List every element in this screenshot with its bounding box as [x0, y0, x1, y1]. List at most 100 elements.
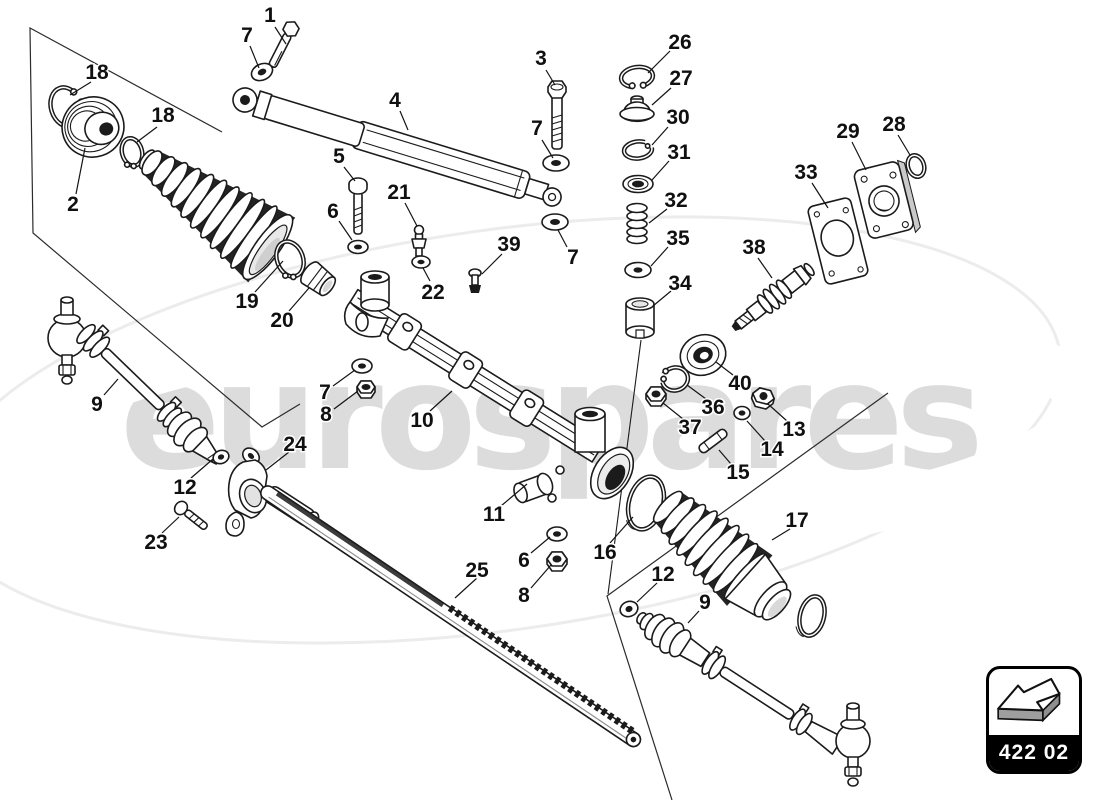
- clamp-ring-17: [795, 594, 827, 638]
- part-number-18: 18: [151, 104, 175, 127]
- gasket-33: [807, 197, 869, 285]
- valve-assembly-38: [731, 262, 815, 332]
- washer-12-upper: [212, 449, 230, 465]
- part-number-10: 10: [410, 409, 433, 432]
- part-number-7: 7: [567, 246, 579, 269]
- part-number-14: 14: [760, 438, 784, 461]
- leader-line-9: [687, 610, 700, 624]
- valve-39: [468, 268, 482, 293]
- leader-line-7: [249, 45, 260, 69]
- part-number-4: 4: [389, 89, 401, 112]
- part-number-7: 7: [531, 117, 543, 140]
- part-number-12: 12: [651, 563, 674, 586]
- part-number-34: 34: [668, 272, 692, 295]
- bellows-boot-17: [652, 490, 792, 621]
- rack-housing-10: [343, 270, 635, 504]
- part-number-33: 33: [794, 161, 817, 184]
- arrow-down-left-icon: [989, 669, 1079, 735]
- leader-line-7: [541, 139, 554, 159]
- leader-line-29: [851, 141, 867, 171]
- snap-ring-19: [274, 239, 306, 281]
- leader-line-24: [265, 451, 290, 471]
- washer-7-housing: [351, 358, 373, 374]
- leader-line-6: [338, 220, 353, 241]
- bolt-3: [547, 80, 567, 150]
- ring-28: [905, 153, 927, 179]
- leader-line-32: [648, 208, 668, 224]
- part-number-6: 6: [518, 549, 530, 572]
- leader-line-2: [75, 147, 86, 195]
- part-number-37: 37: [678, 416, 701, 439]
- leader-line-12: [636, 582, 658, 603]
- washer-7-low: [541, 213, 569, 231]
- leader-line-19: [254, 260, 284, 293]
- leader-line-9: [103, 378, 119, 396]
- part-number-16: 16: [593, 541, 616, 564]
- leader-line-5: [343, 166, 356, 182]
- section-code-badge[interactable]: 422 02: [986, 666, 1082, 774]
- grommet-2: [61, 96, 125, 158]
- washer-7-top: [250, 62, 274, 82]
- nut-8-lower: [546, 551, 568, 572]
- bushing-34: [625, 297, 655, 339]
- washer-6-lower: [546, 526, 568, 542]
- bearing-40: [679, 333, 727, 377]
- leader-line-23: [161, 516, 180, 534]
- part-number-1: 1: [264, 4, 276, 27]
- part-number-9: 9: [699, 591, 711, 614]
- part-number-25: 25: [465, 559, 489, 582]
- leader-line-26: [647, 50, 671, 74]
- part-number-9: 9: [91, 393, 103, 416]
- nut-8-housing: [356, 380, 376, 399]
- part-number-7: 7: [241, 24, 253, 47]
- leader-line-35: [650, 246, 669, 267]
- leader-line-10: [429, 390, 453, 412]
- group-boundary-upper: [29, 26, 301, 428]
- grease-fitting-21: [411, 224, 427, 257]
- leader-line-27: [651, 87, 672, 106]
- part-number-26: 26: [668, 31, 691, 54]
- leader-line-4: [399, 110, 409, 131]
- leader-line-8: [333, 390, 359, 410]
- leader-line-7: [557, 229, 568, 248]
- watermark-swoosh: [0, 215, 1100, 645]
- part-number-27: 27: [669, 67, 692, 90]
- bolt-5: [348, 177, 368, 235]
- leader-line-11: [500, 483, 528, 507]
- part-number-17: 17: [785, 509, 808, 532]
- leader-line-18: [69, 81, 92, 96]
- washer-22: [411, 255, 431, 269]
- section-code: 422 02: [989, 735, 1079, 771]
- part-number-23: 23: [144, 531, 167, 554]
- leader-line-18: [136, 126, 158, 143]
- part-number-36: 36: [701, 396, 724, 419]
- part-number-32: 32: [664, 189, 687, 212]
- part-number-6: 6: [327, 200, 339, 223]
- part-number-3: 3: [535, 47, 547, 70]
- flange-plate-29: [853, 159, 921, 239]
- bellows-boot-large: [138, 149, 296, 283]
- leader-line-21: [404, 202, 418, 227]
- leader-line-22: [422, 267, 431, 282]
- leader-line-12: [190, 458, 214, 479]
- part-number-2: 2: [67, 193, 79, 216]
- washer-31: [622, 174, 654, 194]
- leader-line-15: [718, 449, 732, 465]
- rack-bar-25: [260, 485, 642, 748]
- ring-30: [621, 139, 655, 161]
- tie-rod-9-lower: [636, 612, 871, 787]
- part-number-28: 28: [882, 113, 906, 136]
- leader-line-7: [332, 369, 356, 387]
- part-number-15: 15: [726, 461, 750, 484]
- part-number-12: 12: [173, 476, 196, 499]
- leader-line-13: [767, 403, 788, 422]
- leader-line-17: [771, 528, 791, 541]
- part-number-5: 5: [333, 145, 345, 168]
- snap-ring-36: [656, 365, 691, 393]
- part-number-18: 18: [85, 61, 109, 84]
- part-number-13: 13: [782, 418, 805, 441]
- part-number-11: 11: [483, 503, 506, 526]
- part-number-8: 8: [320, 403, 332, 426]
